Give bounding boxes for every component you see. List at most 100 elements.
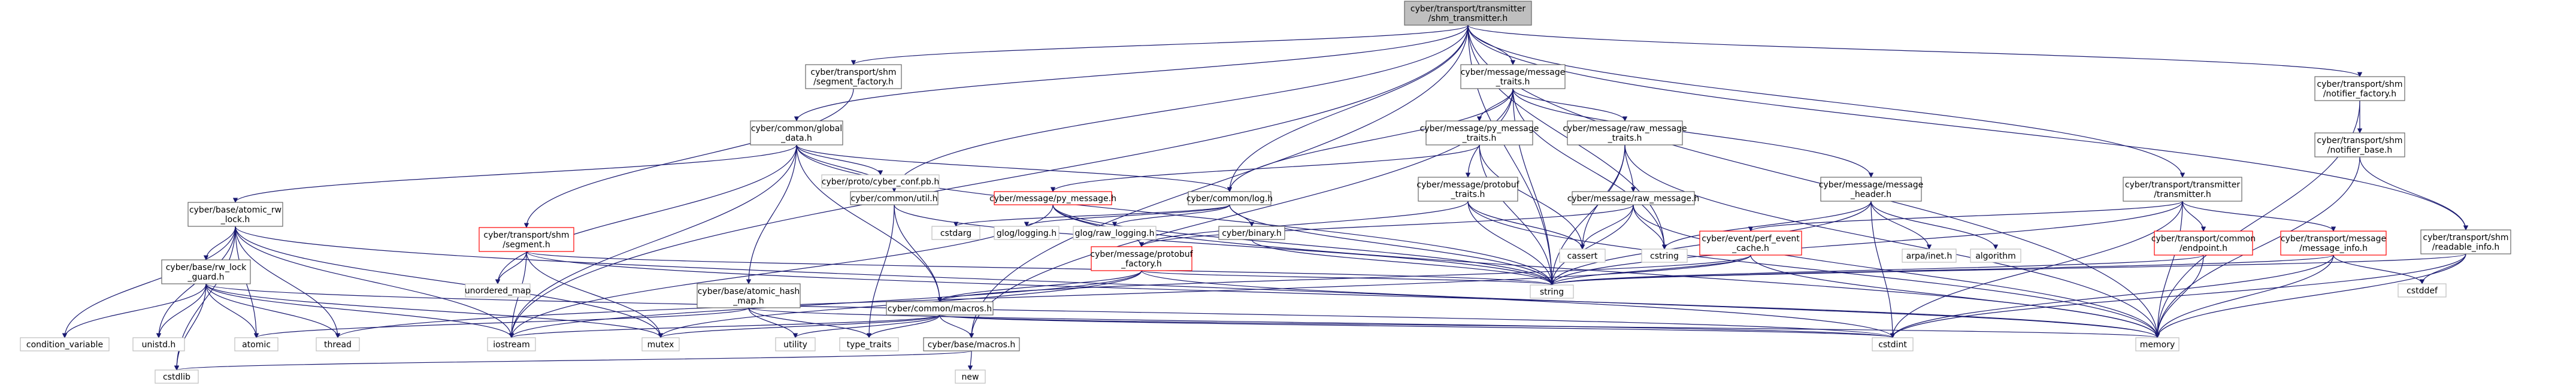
node-label: cassert bbox=[1567, 251, 1598, 261]
node-box bbox=[2314, 132, 2405, 157]
node-notifier-factory[interactable]: cyber/transport/shm/notifier_factory.h bbox=[2314, 76, 2405, 101]
node-base-macros[interactable]: cyber/base/macros.h bbox=[923, 337, 1020, 351]
node-label: thread bbox=[324, 340, 352, 350]
edge-transmitter-to-memory bbox=[2154, 201, 2183, 338]
node-box bbox=[316, 337, 360, 351]
node-label: /segment.h bbox=[503, 240, 550, 250]
edge-root-to-iostream bbox=[508, 25, 1469, 338]
node-label: cyber/message/py_message.h bbox=[989, 194, 1116, 204]
node-rw-lock-guard[interactable]: cyber/base/rw_lock_guard.h bbox=[161, 259, 251, 284]
node-label: _data.h bbox=[780, 134, 812, 143]
edge-root-to-log bbox=[1227, 25, 1469, 192]
node-label: arpa/inet.h bbox=[1906, 251, 1953, 261]
edge-log-to-glog_logging bbox=[1024, 204, 1230, 227]
edge-perf_event_cache-to-string bbox=[1549, 254, 1751, 286]
node-label: cstdarg bbox=[940, 229, 971, 238]
node-protobuf-factory[interactable]: cyber/message/protobuf_factory.h bbox=[1090, 246, 1194, 271]
node-glog-raw-logging: glog/raw_logging.h bbox=[1073, 226, 1157, 240]
node-label: cyber/transport/shm bbox=[483, 231, 569, 240]
node-macros[interactable]: cyber/common/macros.h bbox=[886, 301, 994, 316]
node-label: _cache.h bbox=[1732, 244, 1769, 253]
edge-message_traits-to-string bbox=[1512, 88, 1555, 286]
edge-segment-to-string bbox=[526, 251, 1554, 286]
node-label: glog/logging.h bbox=[997, 229, 1057, 238]
node-endpoint[interactable]: cyber/transport/common/endpoint.h bbox=[2151, 231, 2256, 256]
node-label: _guard.h bbox=[187, 272, 224, 282]
edge-util-to-type_traits bbox=[866, 204, 895, 338]
node-atomic-hash-map[interactable]: cyber/base/atomic_hash_map.h bbox=[697, 283, 801, 308]
node-atomic-rw-lock[interactable]: cyber/base/atomic_rw_lock.h bbox=[187, 202, 283, 227]
edge-base_macros-to-cstdlib bbox=[174, 350, 972, 371]
node-box bbox=[1559, 248, 1606, 263]
node-box bbox=[132, 337, 185, 351]
node-box bbox=[1404, 1, 1532, 26]
node-memory: memory bbox=[2135, 337, 2180, 351]
edge-macros-to-memory bbox=[939, 314, 2160, 338]
node-message-header[interactable]: cyber/message/message_header.h bbox=[1819, 177, 1924, 202]
node-global-data[interactable]: cyber/common/global_data.h bbox=[750, 120, 843, 146]
node-label: cyber/event/perf_event bbox=[1702, 234, 1800, 244]
node-root[interactable]: cyber/transport/transmitter/shm_transmit… bbox=[1404, 1, 1532, 26]
node-box bbox=[1872, 337, 1914, 351]
node-transmitter[interactable]: cyber/transport/transmitter/transmitter.… bbox=[2123, 177, 2242, 202]
node-label: _traits.h bbox=[1496, 77, 1530, 87]
edge-root-to-transmitter bbox=[1467, 25, 2185, 178]
node-box bbox=[2280, 231, 2387, 256]
node-message-traits[interactable]: cyber/message/message_traits.h bbox=[1460, 64, 1566, 89]
node-box bbox=[750, 120, 843, 146]
node-py-message-traits[interactable]: cyber/message/py_message_traits.h bbox=[1420, 120, 1539, 146]
node-box bbox=[886, 301, 994, 316]
edge-root-to-notifier_factory bbox=[1467, 25, 2362, 77]
node-readable-info[interactable]: cyber/transport/shm/readable_info.h bbox=[2420, 229, 2511, 254]
node-box bbox=[1902, 248, 1957, 263]
edge-root-to-base_macros bbox=[968, 25, 1469, 338]
node-label: cyber/message/protobuf bbox=[1090, 250, 1193, 259]
edge-root-to-string bbox=[1467, 25, 1555, 286]
node-unistd: unistd.h bbox=[132, 337, 185, 351]
node-perf-event-cache[interactable]: cyber/event/perf_event_cache.h bbox=[1699, 231, 1802, 256]
node-box bbox=[1425, 120, 1533, 146]
node-segment-factory[interactable]: cyber/transport/shm/segment_factory.h bbox=[805, 64, 902, 89]
node-atomic: atomic bbox=[234, 337, 279, 351]
edge-readable_info-to-string bbox=[1549, 253, 2466, 286]
node-log[interactable]: cyber/common/log.h bbox=[1186, 191, 1273, 205]
edge-root-to-readable_info bbox=[1467, 25, 2469, 231]
node-notifier-base[interactable]: cyber/transport/shm/notifier_base.h bbox=[2314, 132, 2405, 157]
node-binary[interactable]: cyber/binary.h bbox=[1218, 226, 1285, 240]
node-box bbox=[850, 191, 939, 205]
node-message-info[interactable]: cyber/transport/message/message_info.h bbox=[2280, 231, 2387, 256]
node-protobuf-traits[interactable]: cyber/message/protobuf_traits.h bbox=[1416, 177, 1520, 202]
node-box bbox=[775, 337, 816, 351]
node-label: cyber/transport/message bbox=[2281, 234, 2386, 244]
edge-global_data-to-cyber_conf bbox=[796, 144, 883, 175]
node-segment[interactable]: cyber/transport/shm/segment.h bbox=[479, 227, 574, 252]
node-label: cyber/transport/shm bbox=[2317, 80, 2402, 89]
node-label: string bbox=[1540, 287, 1564, 297]
node-box bbox=[1567, 120, 1683, 146]
edge-readable_info-to-cstdint bbox=[1890, 253, 2466, 338]
node-box bbox=[1970, 248, 2021, 263]
node-util[interactable]: cyber/common/util.h bbox=[850, 191, 939, 205]
node-box bbox=[805, 64, 902, 89]
edge-rw_lock_guard-to-cstdint bbox=[205, 283, 1895, 338]
node-box bbox=[839, 337, 899, 351]
edge-message_traits-to-raw_message_traits bbox=[1512, 88, 1628, 122]
node-box bbox=[2420, 229, 2511, 254]
node-box bbox=[479, 227, 574, 252]
edge-raw_message-to-string bbox=[1549, 204, 1634, 286]
edge-protobuf_factory-to-string bbox=[1141, 270, 1554, 286]
node-box bbox=[1073, 226, 1157, 240]
node-py-message[interactable]: cyber/message/py_message.h bbox=[989, 191, 1116, 205]
edge-atomic_rw_lock-to-thread bbox=[235, 226, 341, 338]
node-box bbox=[1091, 246, 1192, 271]
node-glog-logging: glog/logging.h bbox=[994, 226, 1060, 240]
edge-macros-to-utility bbox=[792, 314, 940, 338]
node-box bbox=[1641, 248, 1688, 263]
node-raw-message[interactable]: cyber/message/raw_message.h bbox=[1567, 191, 1700, 205]
node-raw-message-traits[interactable]: cyber/message/raw_message_traits.h bbox=[1563, 120, 1687, 146]
node-label: _traits.h bbox=[1608, 134, 1642, 143]
edge-macros-to-mutex bbox=[658, 314, 940, 338]
edge-message_traits-to-py_message_traits bbox=[1476, 88, 1513, 122]
node-label: cyber/transport/shm bbox=[810, 68, 896, 77]
